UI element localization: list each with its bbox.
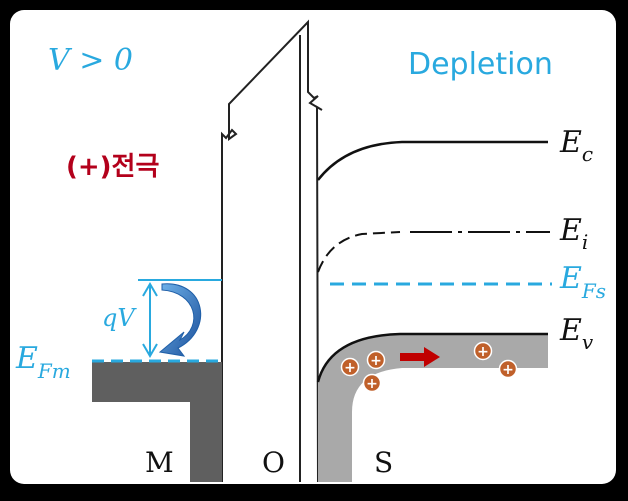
ei-label: Ei — [559, 213, 588, 254]
semiconductor-label: S — [374, 446, 393, 479]
svg-text:+: + — [502, 362, 514, 378]
efs-label: EFs — [559, 261, 606, 303]
oxide-barrier — [221, 19, 323, 483]
svg-text:+: + — [344, 360, 356, 376]
metal-fill — [92, 362, 222, 482]
metal-label: M — [145, 446, 174, 479]
svg-text:+: + — [366, 376, 378, 392]
mode-label: Depletion — [408, 47, 553, 82]
efm-label: EFm — [15, 341, 71, 383]
qv-arrow-head-up — [142, 282, 158, 297]
curved-blue-arrow — [158, 283, 202, 357]
hole: + — [362, 373, 382, 393]
condition-label: V > 0 — [48, 43, 133, 78]
qv-label: qV — [102, 304, 137, 332]
svg-text:+: + — [477, 344, 489, 360]
ei-line-curve — [317, 231, 401, 273]
red-arrow-head — [424, 347, 440, 367]
oxide-label: O — [262, 446, 285, 479]
ec-line — [317, 140, 548, 181]
hole: + — [340, 357, 360, 377]
ev-label: Ev — [559, 313, 594, 354]
ev-line — [316, 332, 548, 383]
hole: + — [366, 350, 386, 370]
electrode-label: (+)전극 — [66, 152, 159, 182]
valence-band-fill — [318, 334, 548, 482]
hole: + — [498, 359, 518, 379]
ec-label: Ec — [559, 125, 593, 166]
hole: + — [473, 341, 493, 361]
red-arrow-shaft — [400, 353, 426, 361]
svg-text:+: + — [370, 353, 382, 369]
qv-arrow-head-down — [142, 343, 158, 358]
